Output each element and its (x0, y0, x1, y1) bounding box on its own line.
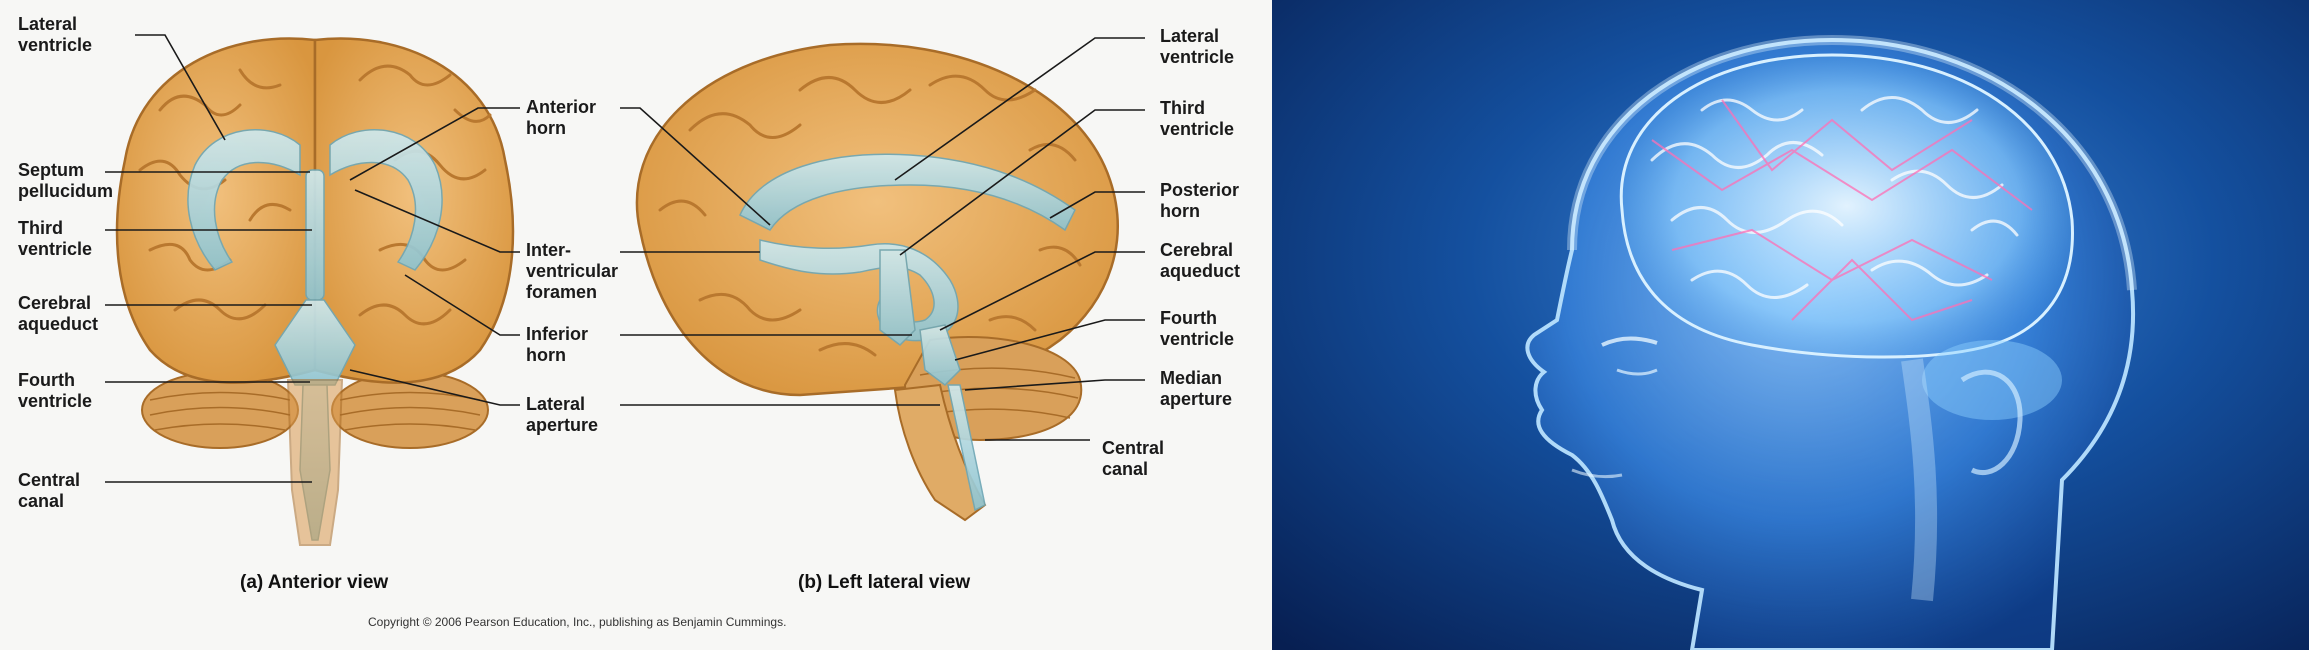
glowing-head-art (1272, 0, 2309, 650)
caption-left-lateral-view: (b) Left lateral view (798, 572, 971, 593)
ventricles-diagram-art (105, 34, 1145, 546)
caption-anterior-view: (a) Anterior view (240, 572, 389, 593)
copyright-notice: Copyright © 2006 Pearson Education, Inc.… (368, 615, 787, 629)
glowing-head-panel (1272, 0, 2309, 650)
lateral-brain (635, 42, 1119, 522)
anterior-brain (115, 37, 515, 546)
leader-lines (105, 34, 1145, 483)
